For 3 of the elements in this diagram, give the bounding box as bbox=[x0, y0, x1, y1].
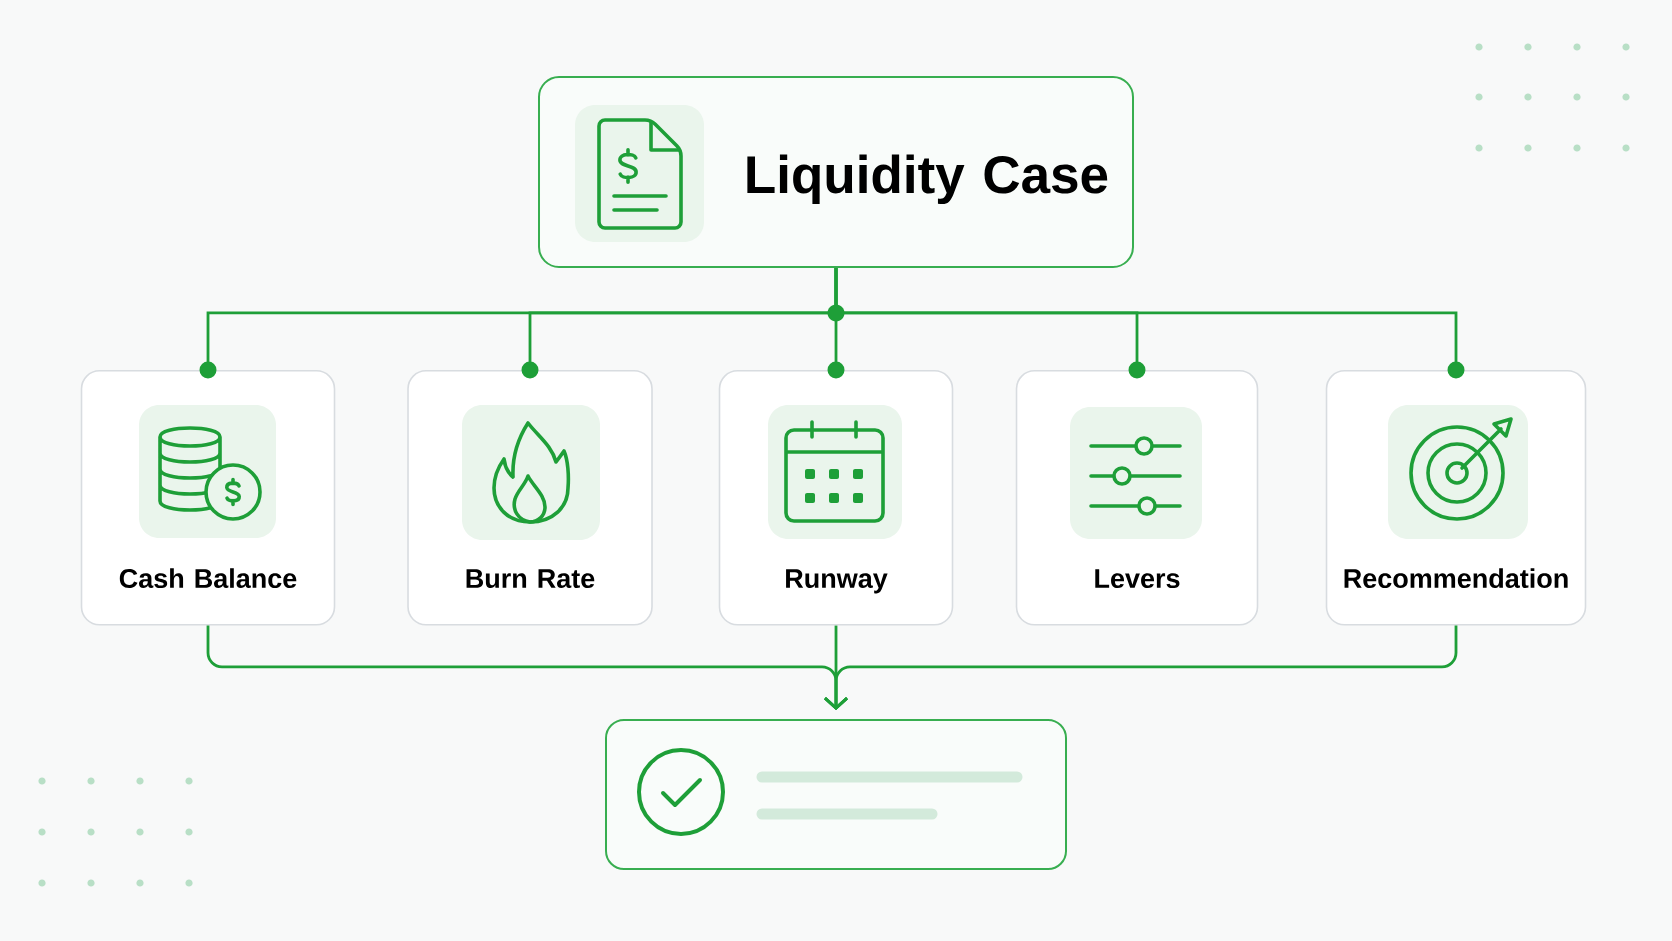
result-card bbox=[605, 719, 1067, 870]
connector bbox=[834, 268, 1465, 379]
arrow bbox=[824, 625, 1458, 710]
